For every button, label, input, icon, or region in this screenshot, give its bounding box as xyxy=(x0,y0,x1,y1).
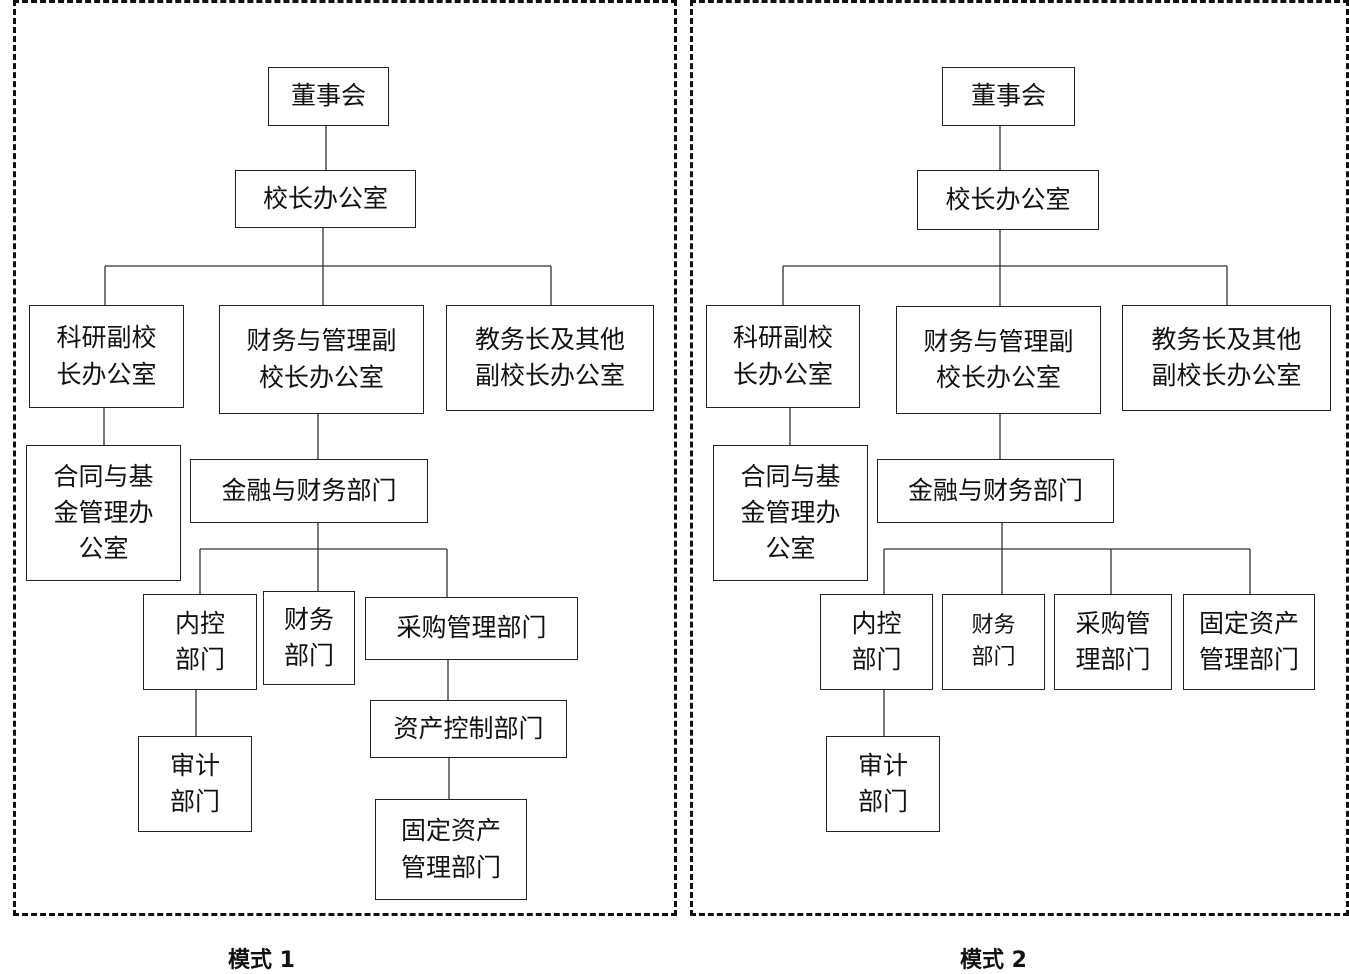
m2-finance-dept: 金融与财务部门 xyxy=(877,459,1114,523)
m2-president-office: 校长办公室 xyxy=(917,170,1099,230)
m1-finance-dept: 金融与财务部门 xyxy=(190,459,428,523)
m2-fixed-assets: 固定资产 管理部门 xyxy=(1183,594,1315,690)
m1-finance-admin-vp-office: 财务与管理副 校长办公室 xyxy=(219,305,424,414)
m2-audit: 审计 部门 xyxy=(826,736,940,832)
m1-fixed-assets: 固定资产 管理部门 xyxy=(375,799,527,900)
model-1-panel xyxy=(13,0,677,916)
m1-audit: 审计 部门 xyxy=(138,736,252,832)
m2-finance-admin-vp-office: 财务与管理副 校长办公室 xyxy=(896,306,1101,414)
m2-board: 董事会 xyxy=(942,67,1075,126)
m1-contract-fund-office: 合同与基 金管理办 公室 xyxy=(26,445,181,581)
m2-research-vp-office: 科研副校 长办公室 xyxy=(706,305,860,408)
m1-provost-other-vp-office: 教务长及其他 副校长办公室 xyxy=(446,305,654,411)
m1-board: 董事会 xyxy=(268,67,389,126)
m1-accounting: 财务 部门 xyxy=(263,591,355,685)
m2-procurement: 采购管 理部门 xyxy=(1054,594,1172,690)
m1-internal-control: 内控 部门 xyxy=(143,594,257,690)
m2-accounting: 财务 部门 xyxy=(942,594,1045,690)
model-2-panel xyxy=(690,0,1349,916)
m1-president-office: 校长办公室 xyxy=(235,170,416,228)
m2-provost-other-vp-office: 教务长及其他 副校长办公室 xyxy=(1122,305,1331,411)
m2-caption: 模式 2 xyxy=(960,948,1027,973)
m1-asset-control: 资产控制部门 xyxy=(370,700,567,758)
m2-contract-fund-office: 合同与基 金管理办 公室 xyxy=(713,445,868,581)
m2-internal-control: 内控 部门 xyxy=(820,594,933,690)
m1-procurement: 采购管理部门 xyxy=(365,597,578,660)
m1-research-vp-office: 科研副校 长办公室 xyxy=(29,305,184,408)
m1-caption: 模式 1 xyxy=(228,948,295,973)
